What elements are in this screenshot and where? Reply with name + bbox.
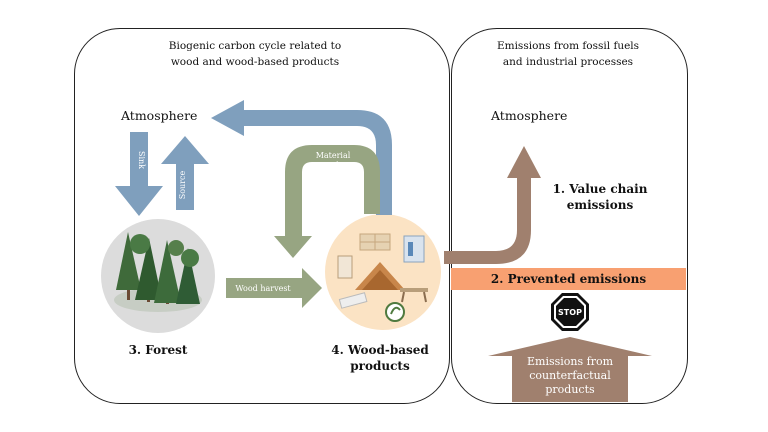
source-arrow: Source [161, 136, 209, 210]
right-atmosphere-label: Atmosphere [491, 108, 568, 123]
wood-products-icon [337, 233, 428, 322]
material-recycling-arrow: Material recycling [274, 145, 380, 258]
prevented-emissions-label: 2. Prevented emissions [490, 272, 647, 286]
wood-harvest-label: Wood harvest [235, 284, 291, 293]
right-panel-caption: Emissions from fossil fuels and industri… [496, 40, 640, 68]
source-label: Source [178, 170, 187, 199]
counterfactual-arrow [488, 337, 652, 402]
left-atmosphere-label: Atmosphere [121, 108, 198, 123]
material-recycling-label-1: Material [316, 151, 351, 160]
forest-label: 3. Forest [128, 343, 188, 357]
left-panel-caption: Biogenic carbon cycle related to wood an… [168, 40, 342, 68]
value-chain-emissions-label: 1. Value chain emissions [552, 182, 648, 212]
value-chain-emissions-arrow [444, 146, 541, 264]
wood-harvest-arrow: Wood harvest [226, 268, 322, 308]
stop-sign-icon: STOP [551, 293, 589, 331]
stop-sign-text: STOP [558, 308, 582, 317]
forest-circle [101, 219, 215, 333]
counterfactual-label: Emissions from counterfactual products [526, 355, 614, 396]
forest-trees-icon [114, 232, 202, 312]
emission-to-atmosphere-arrow [211, 100, 392, 215]
prevented-emissions-band [451, 268, 686, 290]
material-recycling-label-2: recycling [314, 161, 351, 170]
wood-products-label: 4. Wood-based products [331, 343, 429, 373]
sink-label: Sink [137, 151, 146, 169]
sink-arrow: Sink [115, 132, 163, 216]
